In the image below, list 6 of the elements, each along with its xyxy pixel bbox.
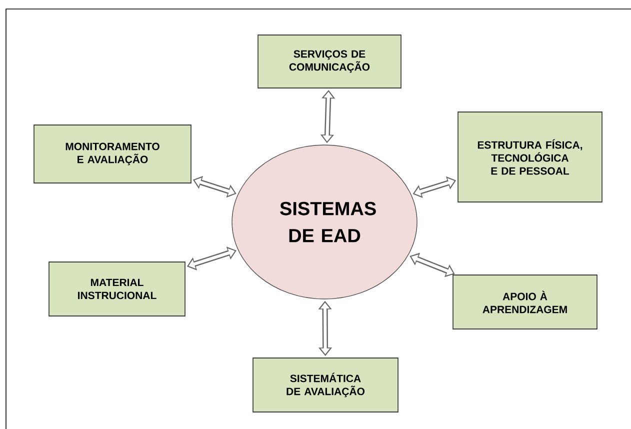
- process-box: APOIO À APRENDIZAGEM: [452, 274, 598, 330]
- process-box: ESTRUTURA FÍSICA, TECNOLÓGICA E DE PESSOAL: [458, 112, 602, 202]
- process-box: MONITORAMENTO E AVALIAÇÃO: [34, 124, 192, 184]
- process-box: SISTEMÁTICA DE AVALIAÇÃO: [252, 358, 398, 412]
- process-box: MATERIAL INSTRUCIONAL: [48, 262, 186, 316]
- process-box: SERVIÇOS DE COMUNICAÇÃO: [258, 34, 402, 88]
